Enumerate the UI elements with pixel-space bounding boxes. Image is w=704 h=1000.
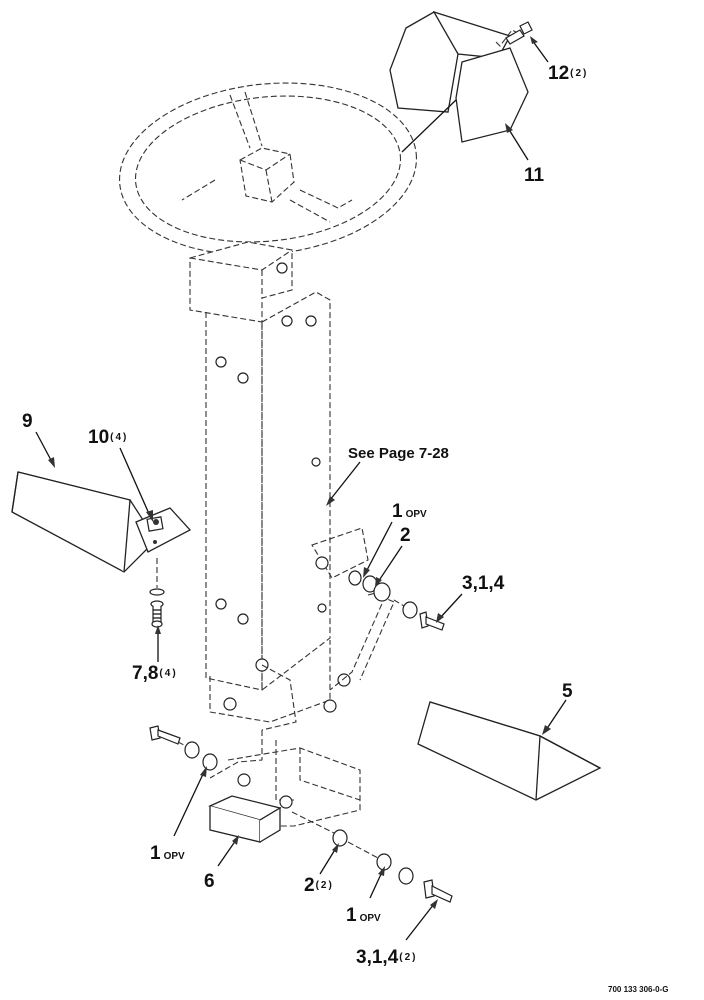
label-10-qty: (4) <box>110 432 129 443</box>
steering-wheel <box>119 82 417 256</box>
label-1-upper-num: 1 <box>392 501 403 522</box>
hardware-stack-upper <box>348 570 445 631</box>
label-2-upper-num: 2 <box>400 525 411 546</box>
block-5 <box>417 701 602 801</box>
cover-9 <box>11 471 157 573</box>
label-7-8: 7,8(4) <box>132 664 178 683</box>
label-2-lower-num: 2 <box>304 875 315 896</box>
hardware-stack-lower-left <box>149 725 218 771</box>
label-5: 5 <box>562 682 573 701</box>
bolt-7-8 <box>149 558 165 628</box>
drawing-code: 700 133 306-0-G <box>608 986 669 994</box>
drawing-code-text: 700 133 306-0-G <box>608 985 669 994</box>
label-6-num: 6 <box>204 871 215 892</box>
label-3-1-4-upper-num: 3,1,4 <box>462 573 505 594</box>
see-page-text: See Page 7-28 <box>348 445 449 462</box>
label-1-lower-opv: OPV <box>359 913 381 924</box>
label-10: 10(4) <box>88 428 128 447</box>
label-7-8-qty: (4) <box>159 668 178 679</box>
leader-lines <box>35 36 567 941</box>
see-page-note: See Page 7-28 <box>348 446 449 461</box>
label-6: 6 <box>204 872 215 891</box>
label-12-num: 12 <box>548 63 570 84</box>
label-2-lower-qty: (2) <box>315 880 334 891</box>
label-1-upper-opv: OPV <box>405 509 427 520</box>
bolt-12 <box>505 21 533 45</box>
pedal-pad-6 <box>208 795 282 843</box>
label-7-8-num: 7,8 <box>132 663 159 684</box>
label-12: 12(2) <box>548 64 588 83</box>
shield-11 <box>389 10 529 153</box>
label-9-num: 9 <box>22 411 33 432</box>
label-3-1-4-upper: 3,1,4 <box>462 574 504 593</box>
label-5-num: 5 <box>562 681 573 702</box>
label-1-lower-left-num: 1 <box>150 843 161 864</box>
label-10-num: 10 <box>88 427 110 448</box>
hardware-stack-lower-right <box>291 811 453 903</box>
label-2-lower: 2(2) <box>304 876 334 895</box>
label-3-1-4-lower-qty: (2) <box>399 952 418 963</box>
label-9: 9 <box>22 412 33 431</box>
label-3-1-4-lower-num: 3,1,4 <box>356 947 399 968</box>
label-2-upper: 2 <box>400 526 411 545</box>
bracket-plate-10 <box>135 507 192 553</box>
label-1-lower-left-opv: OPV <box>163 851 185 862</box>
steering-column <box>189 241 395 827</box>
label-12-qty: (2) <box>570 68 589 79</box>
label-11: 11 <box>524 166 544 185</box>
label-11-num: 11 <box>524 165 545 186</box>
label-1-lower-num: 1 <box>346 905 357 926</box>
label-3-1-4-lower: 3,1,4(2) <box>356 948 418 967</box>
